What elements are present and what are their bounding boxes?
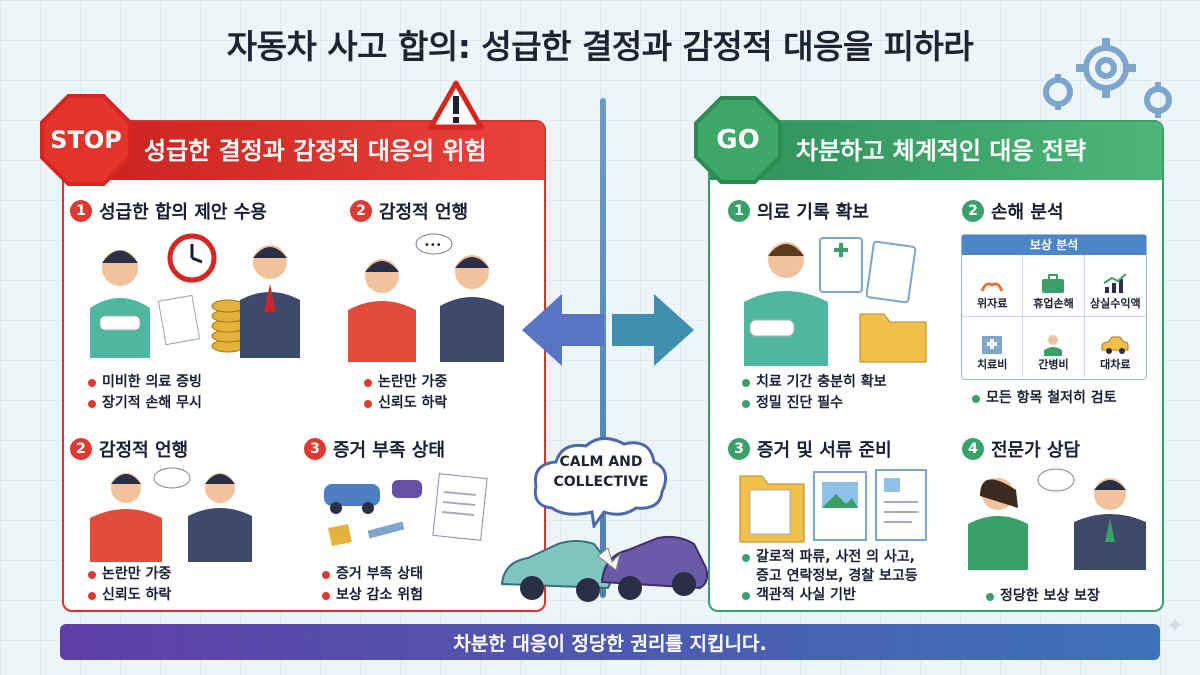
section-label: 의료 기록 확보 bbox=[757, 202, 869, 223]
cost-item-lost-wages: 휴업손해 bbox=[1023, 255, 1085, 317]
car-crash-illustration bbox=[500, 535, 709, 602]
cost-item-rental-car: 대차료 bbox=[1085, 317, 1146, 377]
section-label: 손해 분석 bbox=[991, 202, 1064, 223]
stop-section-3-bullets: 논란만 가중 신뢰도 하락 bbox=[88, 564, 171, 606]
stop-banner: 성급한 결정과 감정적 대응의 위험 bbox=[64, 122, 544, 180]
svg-text:•••: ••• bbox=[424, 240, 442, 251]
go-section-3-bullets: 갈로적 파류, 사전 의 사고, 증고 연락정보, 경찰 보고등 객관적 사실 … bbox=[742, 548, 918, 605]
gears-icon bbox=[1043, 38, 1172, 118]
section-label: 감정적 언행 bbox=[379, 202, 469, 223]
stop-section-2-title: 2 감정적 언행 bbox=[350, 198, 468, 224]
center-divider bbox=[600, 98, 606, 598]
stop-section-3-title: 2 감정적 언행 bbox=[70, 436, 188, 462]
go-banner: 차분하고 체계적인 대응 전략 bbox=[710, 122, 1162, 180]
cost-item-consolation: 위자료 bbox=[962, 255, 1024, 317]
number-badge: 1 bbox=[70, 200, 92, 222]
section-label: 증거 및 서류 준비 bbox=[757, 440, 892, 461]
go-section-1-bullets: 치료 기간 충분히 확보 정밀 진단 필수 bbox=[742, 372, 887, 414]
car-icon bbox=[1101, 336, 1129, 354]
cost-analysis-table: 보상 분석 위자료 휴업손해 상실수익액 치료비 간병비 대차료 bbox=[961, 234, 1147, 380]
hospital-icon bbox=[982, 336, 1003, 354]
footer-banner: 차분한 대응이 정당한 권리를 지킵니다. bbox=[60, 624, 1160, 660]
cost-table-title: 보상 분석 bbox=[962, 235, 1146, 255]
expert-consultation-illustration bbox=[968, 468, 1146, 570]
medical-records-illustration bbox=[744, 237, 927, 366]
stop-badge-text: STOP bbox=[44, 98, 128, 182]
warning-icon bbox=[428, 80, 484, 130]
go-section-2-bullets: 모든 항목 철저히 검토 bbox=[972, 388, 1117, 409]
number-badge: 4 bbox=[962, 438, 984, 460]
emotional-argument-illustration-2 bbox=[90, 467, 252, 562]
section-label: 성급한 합의 제안 수용 bbox=[99, 202, 267, 223]
stop-section-4-bullets: 증거 부족 상태 보상 감소 위험 bbox=[322, 564, 423, 606]
briefcase-icon bbox=[1042, 274, 1065, 293]
stop-sign-icon: STOP bbox=[40, 94, 132, 186]
page-title: 자동차 사고 합의: 성급한 결정과 감정적 대응을 피하라 bbox=[226, 27, 974, 66]
emotional-argument-illustration: ••• bbox=[348, 233, 504, 362]
number-badge: 3 bbox=[728, 438, 750, 460]
chart-up-icon bbox=[1103, 273, 1127, 293]
cost-item-nursing: 간병비 bbox=[1023, 317, 1085, 377]
number-badge: 1 bbox=[728, 200, 750, 222]
stop-section-1-title: 1 성급한 합의 제안 수용 bbox=[70, 198, 267, 224]
number-badge: 3 bbox=[304, 438, 326, 460]
hands-icon bbox=[980, 282, 1004, 292]
number-badge: 2 bbox=[350, 200, 372, 222]
number-badge: 2 bbox=[70, 438, 92, 460]
double-arrow-icon bbox=[522, 294, 694, 366]
hasty-settlement-illustration bbox=[90, 233, 300, 358]
go-badge-text: GO bbox=[698, 100, 778, 180]
stop-section-1-bullets: 미비한 의료 증빙 장기적 손해 무시 bbox=[88, 372, 202, 414]
nurse-icon bbox=[1044, 335, 1063, 356]
cloud-text: CALM AND COLLECTIVE bbox=[530, 452, 672, 492]
go-section-1-title: 1 의료 기록 확보 bbox=[728, 198, 869, 224]
stop-section-2-bullets: 논란만 가중 신뢰도 하락 bbox=[364, 372, 447, 414]
section-label: 증거 부족 상태 bbox=[333, 440, 445, 461]
speech-cloud bbox=[533, 437, 668, 528]
stop-section-4-title: 3 증거 부족 상태 bbox=[304, 436, 445, 462]
cost-item-lost-income: 상실수익액 bbox=[1084, 255, 1146, 317]
go-section-3-title: 3 증거 및 서류 준비 bbox=[728, 436, 892, 462]
section-label: 감정적 언행 bbox=[99, 440, 189, 461]
number-badge: 2 bbox=[962, 200, 984, 222]
cloud-line-1: CALM AND bbox=[559, 454, 643, 470]
sparkle-icon: ✦ bbox=[1165, 614, 1184, 639]
documents-illustration bbox=[739, 469, 927, 543]
go-section-2-title: 2 손해 분석 bbox=[962, 198, 1064, 224]
go-section-4-title: 4 전문가 상담 bbox=[962, 436, 1080, 462]
section-label: 전문가 상담 bbox=[991, 440, 1081, 461]
go-sign-icon: GO bbox=[694, 96, 782, 184]
missing-evidence-illustration bbox=[324, 473, 488, 546]
go-section-4-bullets: 정당한 보상 보장 bbox=[986, 586, 1100, 607]
cost-item-treatment: 치료비 bbox=[962, 317, 1024, 377]
cloud-line-2: COLLECTIVE bbox=[553, 474, 649, 490]
